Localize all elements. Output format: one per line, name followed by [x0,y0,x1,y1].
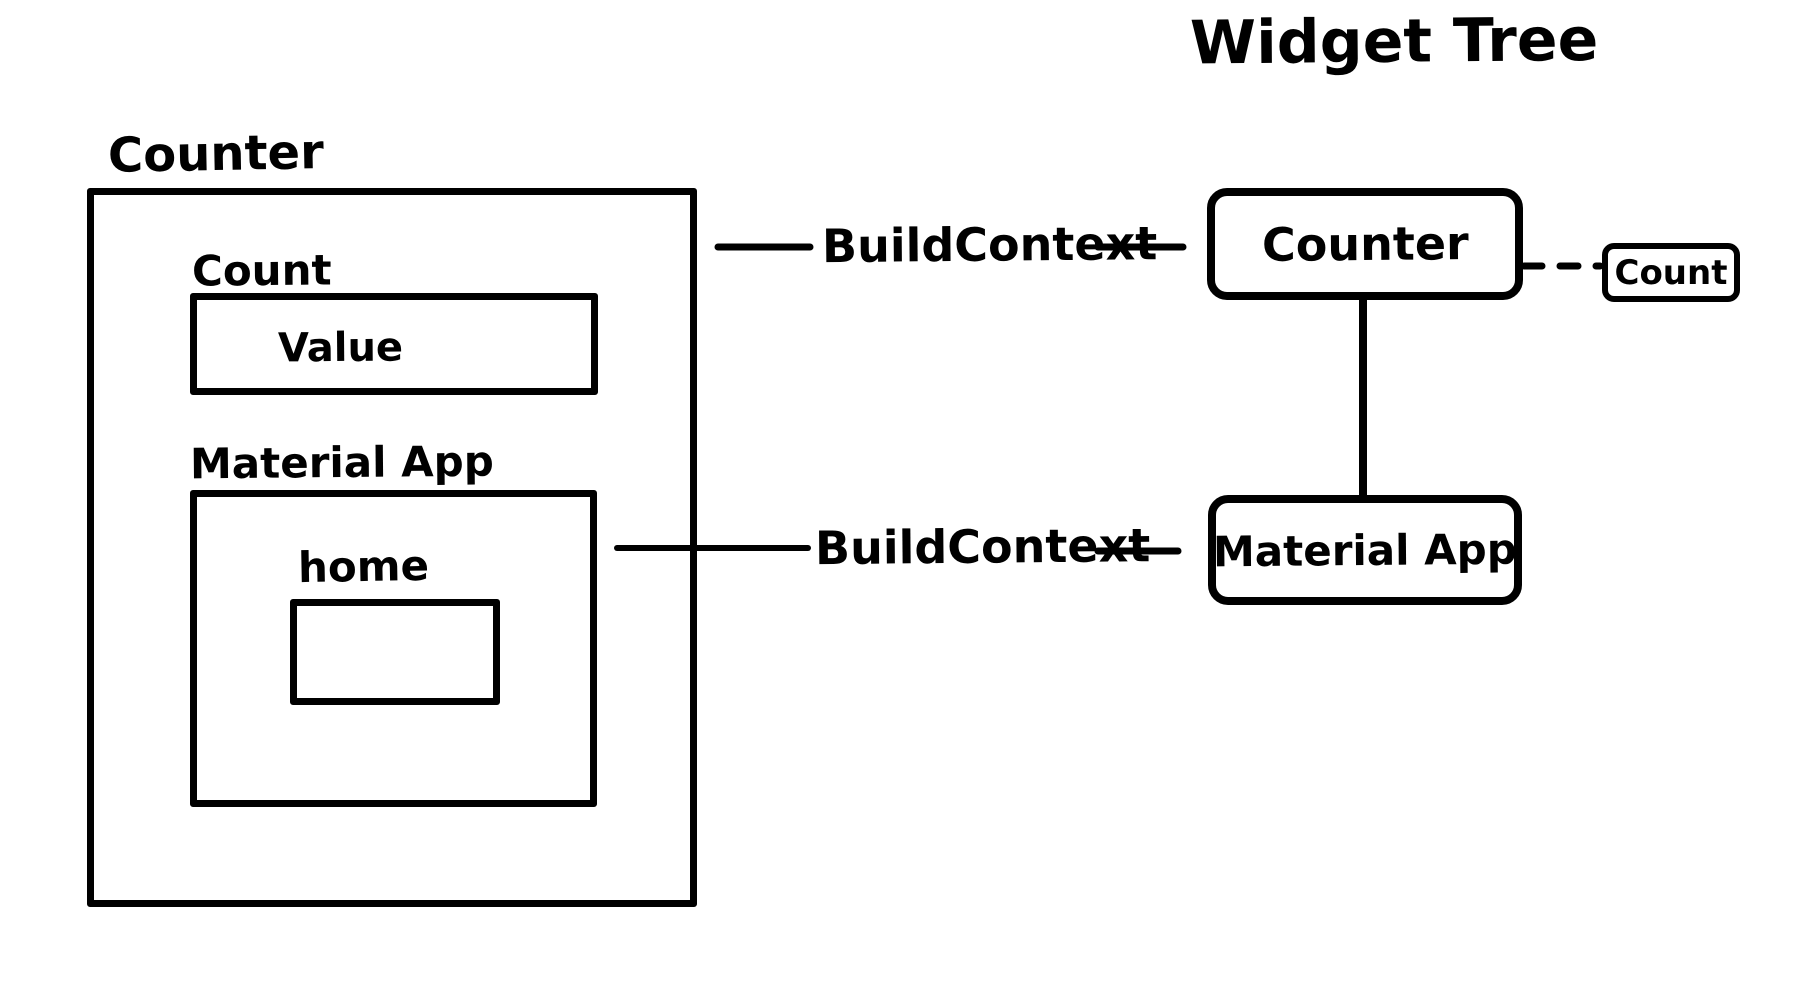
mockup-home-label: home [297,540,430,593]
material-buildcontext-label: BuildContext [814,518,1151,576]
tree-node-counter: Counter [1207,188,1523,300]
tree-node-counter-label: Counter [1261,216,1469,272]
tree-node-count: Count [1602,243,1740,302]
mockup-material-app-rect [190,490,597,807]
mockup-count-label: Count [191,245,332,296]
diagram-title: Widget Tree [1189,4,1599,79]
mockup-material-app-label: Material App [189,436,495,489]
tree-node-count-label: Count [1614,252,1728,293]
tree-node-material-app: Material App [1208,495,1522,605]
tree-node-material-app-label: Material App [1212,524,1518,576]
mockup-value-rect [190,293,598,395]
mockup-home-rect [290,599,500,705]
mockup-value-label: Value [277,324,404,372]
mockup-counter-label: Counter [107,124,325,184]
counter-buildcontext-label: BuildContext [821,216,1158,274]
